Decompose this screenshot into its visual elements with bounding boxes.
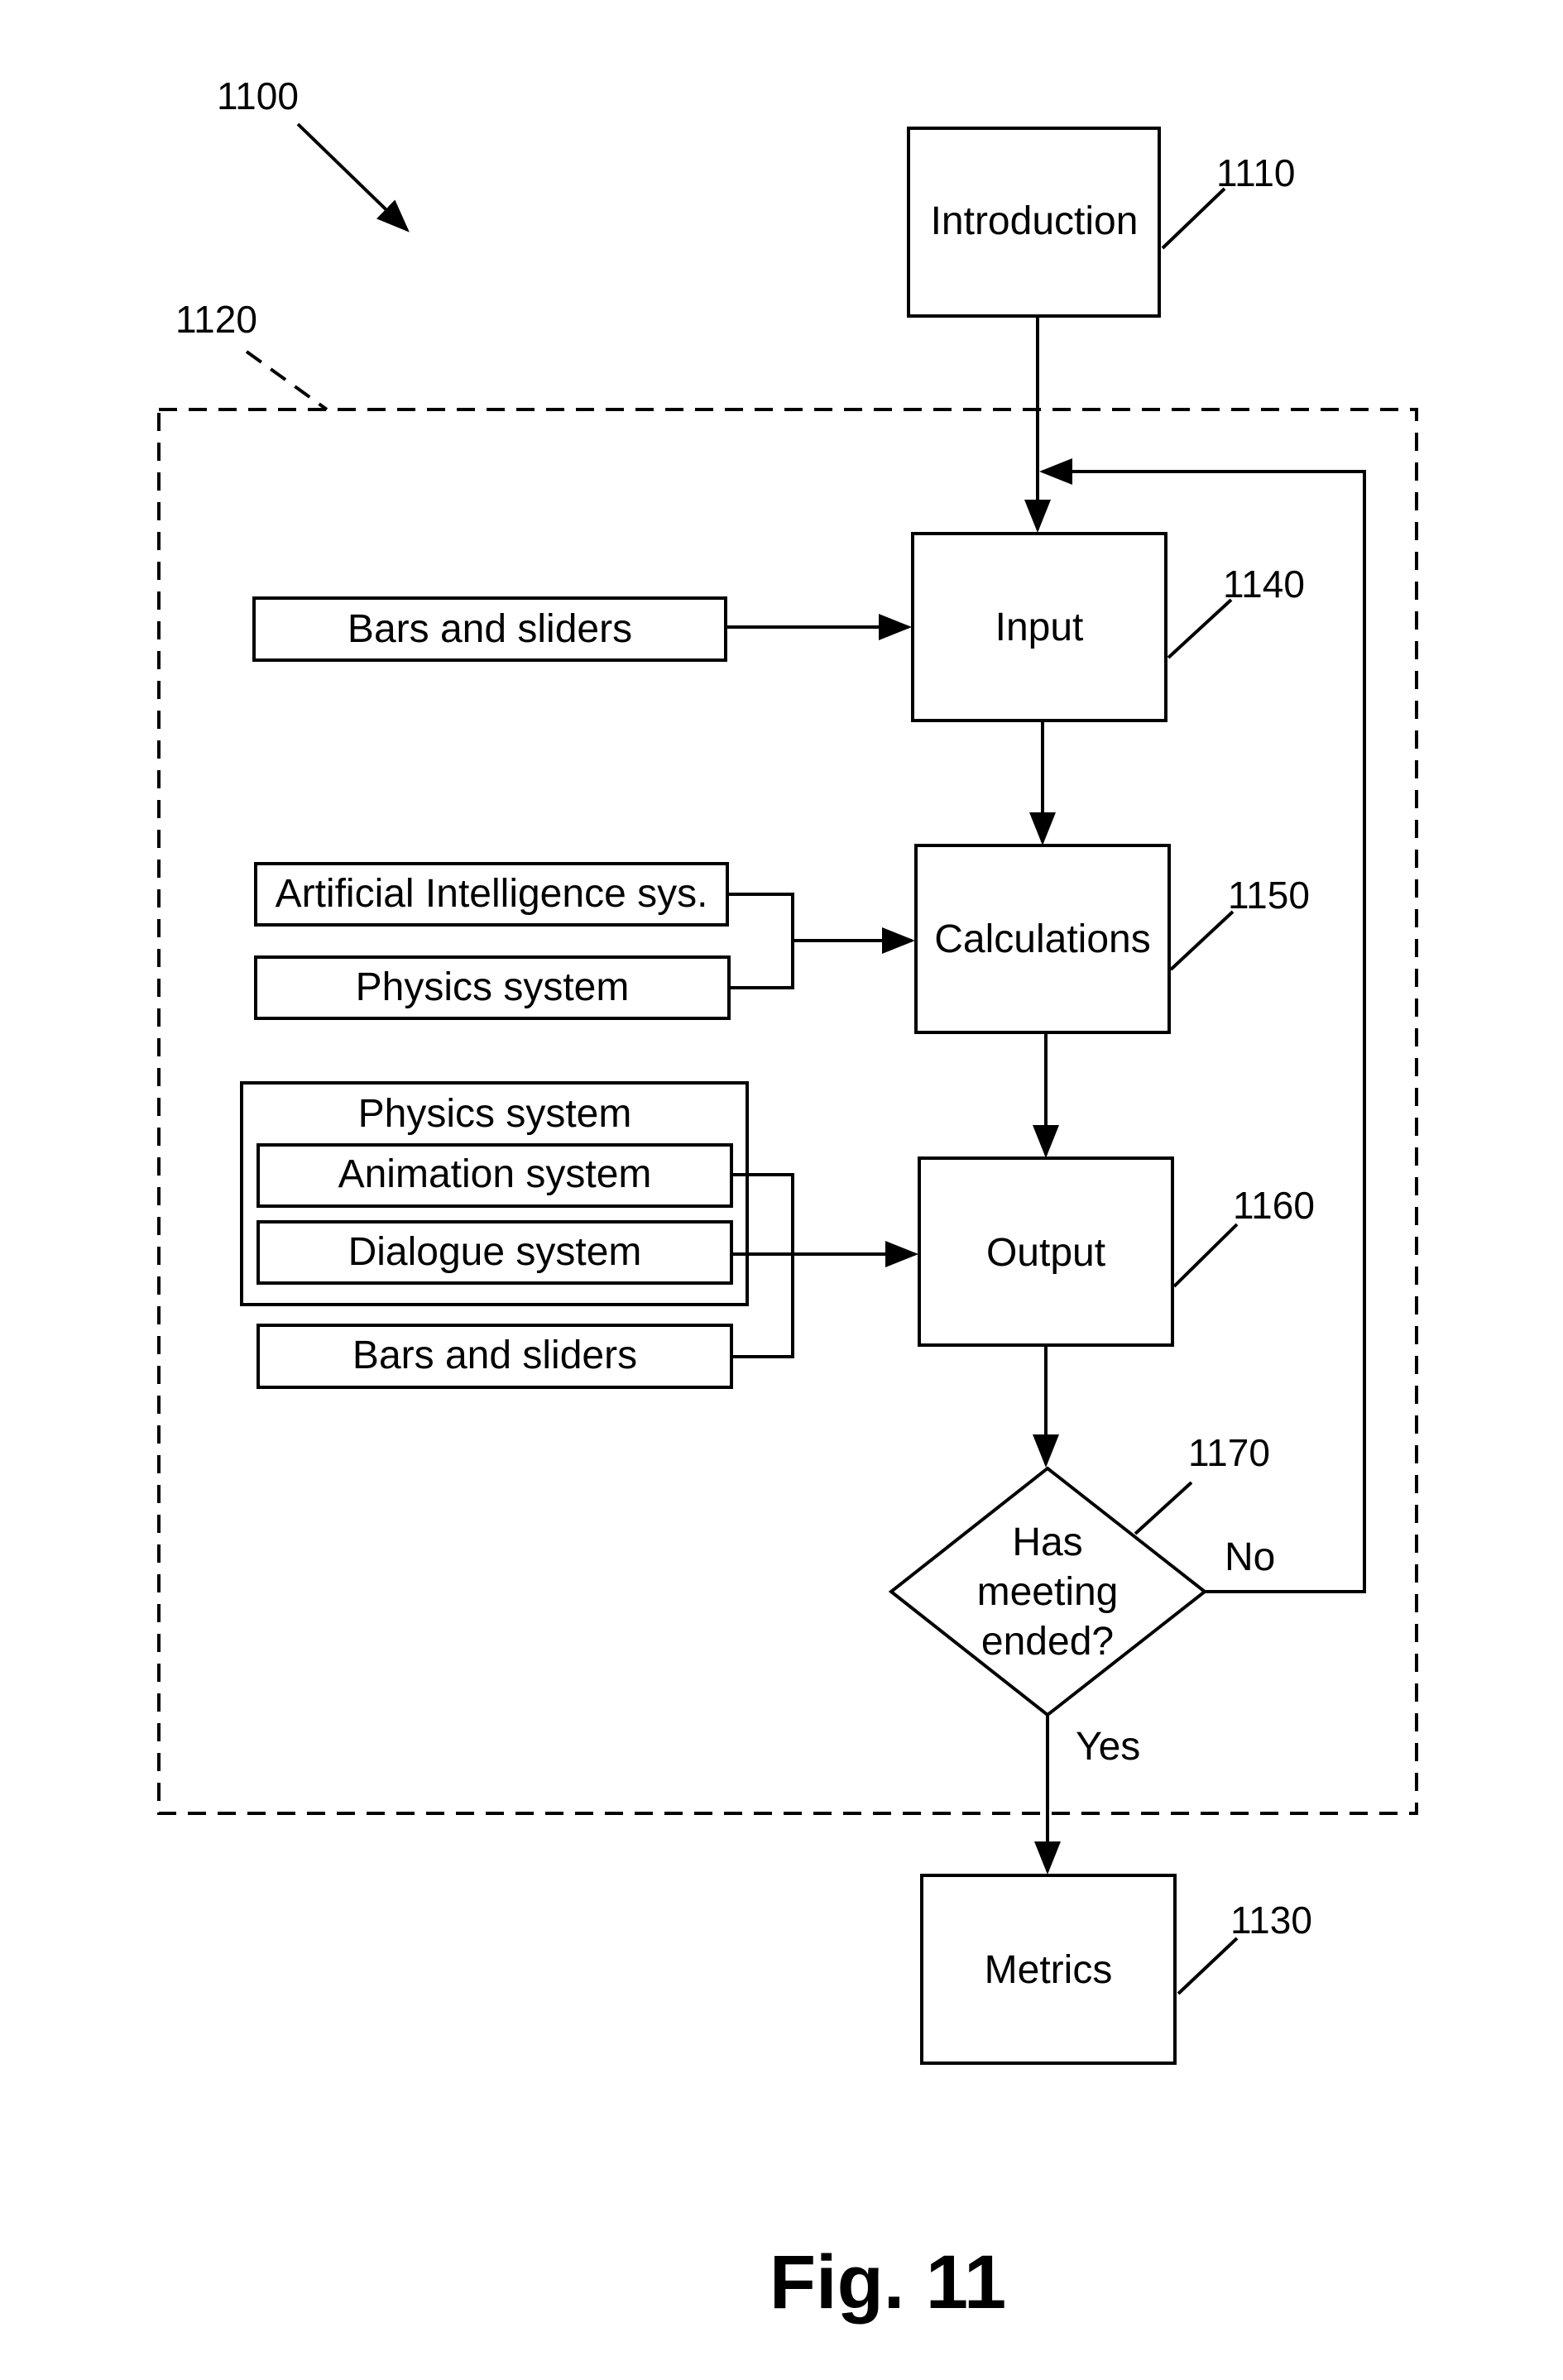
ref-1150-leader [1171,912,1233,970]
introduction-label: Introduction [931,199,1139,243]
animation-system-label: Animation system [338,1152,652,1196]
ref-1150: 1150 [1228,874,1310,917]
ref-1160: 1160 [1233,1184,1315,1227]
ref-1130: 1130 [1230,1899,1312,1942]
dialogue-system-label: Dialogue system [348,1230,642,1274]
ref-1170-leader [1135,1482,1191,1534]
ref-1100: 1100 [217,74,299,117]
edge-label-yes: Yes [1076,1725,1140,1769]
decision-line-2: meeting [977,1570,1119,1614]
ref-1110-leader [1163,189,1225,248]
ref-1140-leader [1168,600,1231,658]
decision-line-3: ended? [981,1620,1114,1664]
input-label: Input [995,606,1084,649]
physics-system-group-label: Physics system [358,1092,632,1136]
bars-sliders-top-label: Bars and sliders [348,607,632,651]
calculations-label: Calculations [934,917,1150,961]
ref-1170: 1170 [1188,1431,1270,1474]
ref-1130-leader [1178,1938,1237,1994]
edge-label-no: No [1225,1535,1275,1579]
ref-1140: 1140 [1223,563,1305,606]
ref-1110: 1110 [1216,151,1296,194]
bars-sliders-bottom-label: Bars and sliders [352,1334,637,1377]
physics-system-calc-label: Physics system [356,965,630,1009]
ref-1120: 1120 [175,298,257,341]
ref-1120-leader [247,352,327,409]
metrics-label: Metrics [985,1948,1113,1992]
calc-inputs-bracket [727,894,793,988]
decision-line-1: Has [1012,1520,1082,1564]
output-label: Output [986,1231,1105,1275]
ref-1160-leader [1174,1224,1237,1286]
figure-caption: Fig. 11 [770,2240,1006,2325]
ref-1100-arrow [298,124,407,230]
ai-system-label: Artificial Intelligence sys. [276,872,708,916]
